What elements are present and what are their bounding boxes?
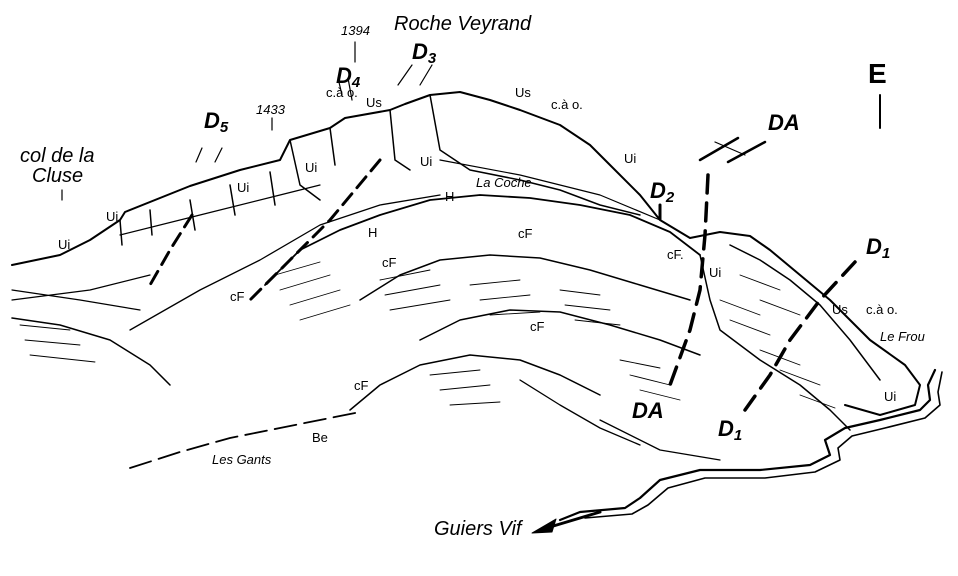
formation-ui-3: Ui <box>237 180 250 195</box>
compass-east-label: E <box>868 58 887 89</box>
formation-cao-2: c.à o. <box>551 97 583 112</box>
formation-ui-2: Ui <box>106 209 119 224</box>
fault-d2: D2 <box>650 178 675 206</box>
formation-us-1: Us <box>366 95 382 110</box>
left-ridge <box>129 194 441 331</box>
mountain-skyline <box>11 91 921 416</box>
formation-cf-2: cF <box>382 255 397 270</box>
fault-d5: D5 <box>204 108 229 136</box>
formation-cao-3: c.à o. <box>866 302 898 317</box>
formation-cf-1: cF <box>518 226 533 241</box>
river-bank <box>584 371 943 519</box>
formation-cf-3: cF <box>230 289 245 304</box>
fault-d1-lower: D1 <box>718 416 743 444</box>
valley-slope <box>519 379 721 461</box>
label-ticks <box>61 41 746 201</box>
guiers-vif-label: Guiers Vif <box>434 518 522 540</box>
formation-ui-7: Ui <box>709 265 722 280</box>
formation-us-2: Us <box>515 85 531 100</box>
elevation-1394: 1394 <box>341 23 370 38</box>
ridge-3 <box>419 309 701 356</box>
cliff-band <box>119 159 661 236</box>
formation-ui-4: Ui <box>305 160 318 175</box>
formation-cf-6: cF <box>354 378 369 393</box>
right-massif <box>699 244 881 431</box>
formation-h-2: H <box>368 225 378 240</box>
le-frou-label: Le Frou <box>880 329 925 344</box>
fault-da-lower: DA <box>632 398 664 423</box>
fault-line-d1 <box>743 260 857 412</box>
elevation-1433: 1433 <box>256 102 285 117</box>
fault-line-d4 <box>248 158 382 302</box>
ridge-2 <box>359 254 691 301</box>
formation-cf-5: cF. <box>667 247 684 262</box>
la-coche-label: La Coche <box>476 175 532 190</box>
fault-d3: D3 <box>412 39 437 67</box>
formation-ui-5: Ui <box>420 154 433 169</box>
formation-cao-1: c.à o. <box>326 85 358 100</box>
fault-line-d5 <box>148 213 194 287</box>
formation-be: Be <box>312 430 328 445</box>
valley-line <box>129 411 361 469</box>
strata-hatching <box>19 261 836 409</box>
fault-da-upper: DA <box>768 110 800 135</box>
col-de-la-cluse-label-2: Cluse <box>32 165 84 187</box>
les-gants-label: Les Gants <box>212 452 272 467</box>
col-de-la-cluse-label-1: col de la <box>20 145 95 167</box>
ridge-1 <box>264 194 701 286</box>
formation-h-1: H <box>445 189 455 204</box>
left-slope-1 <box>11 317 171 386</box>
river-arrow-head <box>531 518 557 534</box>
left-slope-2 <box>11 274 151 311</box>
formation-us-3: Us <box>832 302 848 317</box>
ridge-4 <box>349 354 601 411</box>
formation-ui-1: Ui <box>58 237 71 252</box>
formation-ui-6: Ui <box>624 151 637 166</box>
fault-d1-upper: D1 <box>866 234 891 262</box>
river <box>558 368 937 522</box>
formation-ui-8: Ui <box>884 389 897 404</box>
fault-line-da <box>668 173 710 387</box>
cliff-main <box>289 94 641 216</box>
roche-veyrand-label: Roche Veyrand <box>394 13 532 35</box>
da-arrows <box>698 136 767 164</box>
fault-d4: D4 <box>336 63 361 91</box>
formation-cf-4: cF <box>530 319 545 334</box>
